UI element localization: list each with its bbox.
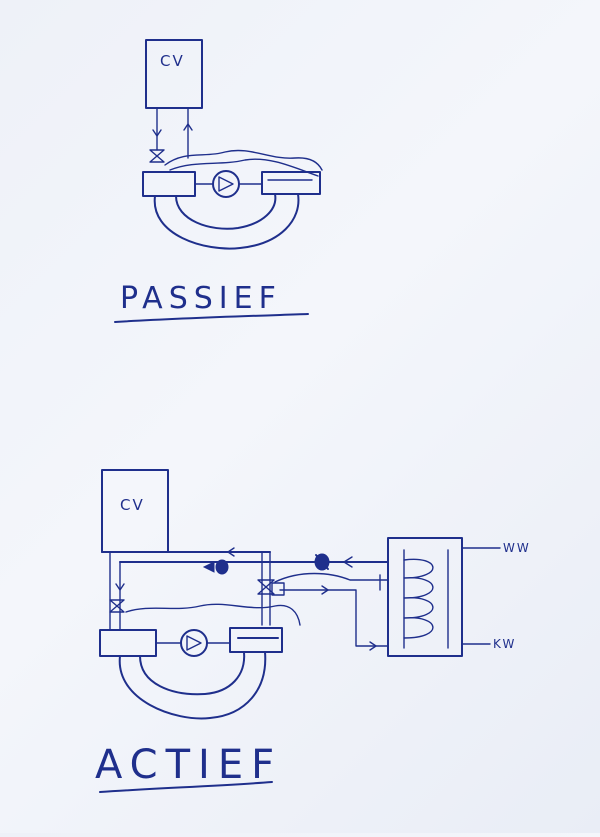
active-ww-line: WW bbox=[461, 541, 531, 555]
hot-water-label: WW bbox=[503, 541, 531, 555]
passive-pump-icon bbox=[194, 170, 263, 198]
passive-right-block bbox=[261, 171, 321, 195]
active-coil-icon bbox=[403, 558, 434, 639]
passive-boiler-pipes bbox=[152, 107, 193, 159]
active-right-block bbox=[229, 627, 283, 653]
active-pump-icon bbox=[155, 629, 231, 657]
active-return-line bbox=[101, 547, 271, 575]
passive-boiler-label: CV bbox=[160, 52, 185, 70]
active-kw-line: KW bbox=[461, 637, 516, 651]
active-left-block bbox=[99, 629, 157, 657]
passive-title: PASSIEF bbox=[120, 281, 282, 316]
active-middle-hose bbox=[125, 603, 301, 626]
cold-water-label: KW bbox=[493, 637, 516, 651]
passive-u-loop bbox=[153, 193, 300, 250]
active-left-riser bbox=[109, 551, 125, 631]
active-boiler-tank bbox=[387, 537, 463, 657]
active-hot-feed bbox=[269, 553, 389, 571]
active-tank-return bbox=[274, 572, 389, 651]
passive-boiler-box bbox=[145, 39, 203, 109]
active-diagram: CV bbox=[95, 469, 531, 793]
passive-title-underline bbox=[114, 313, 309, 323]
active-title: ACTIEF bbox=[95, 742, 282, 788]
active-title-underline bbox=[99, 781, 273, 793]
passive-diagram: CV bbox=[114, 39, 323, 323]
passive-valve bbox=[149, 149, 165, 163]
passive-left-block bbox=[142, 171, 196, 197]
active-u-loop bbox=[118, 651, 267, 720]
active-boiler-label: CV bbox=[120, 496, 145, 514]
active-mixing-valve bbox=[257, 551, 285, 626]
passive-top-hose bbox=[164, 149, 323, 171]
